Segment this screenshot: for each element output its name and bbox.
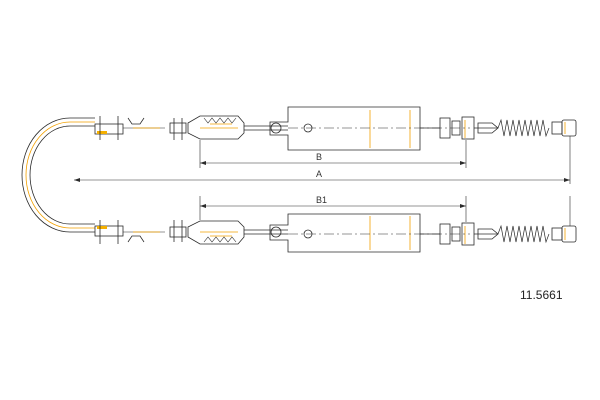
upper-spring (497, 118, 550, 138)
lower-adjuster-body (269, 213, 440, 253)
dimension-b: B (200, 152, 466, 165)
upper-cable-assembly (94, 106, 577, 151)
lower-spring (497, 224, 550, 244)
part-number: 11.5661 (520, 288, 563, 302)
lower-cable-assembly (94, 213, 577, 253)
cable-loop (21, 117, 95, 233)
dimension-b1: B1 (200, 195, 466, 208)
upper-nipple (551, 119, 577, 137)
upper-guide-clip-left (94, 116, 165, 140)
lower-guide-clip-middle (169, 220, 245, 245)
dimension-b1-label: B1 (316, 195, 327, 205)
upper-guide-clip-middle (169, 115, 245, 140)
dimension-b-label: B (316, 152, 322, 162)
upper-adjuster-body (269, 106, 440, 151)
lower-nipple (551, 225, 577, 243)
dimension-a-label: A (316, 169, 322, 179)
lower-guide-clip-left (94, 220, 165, 244)
dimension-lines: B A B1 (74, 136, 571, 226)
dimension-a: A (74, 169, 570, 182)
